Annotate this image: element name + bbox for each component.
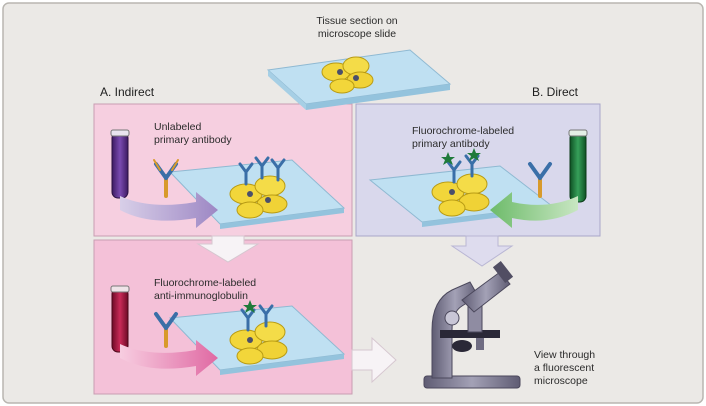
direct-label-line1: Fluorochrome-labeled — [412, 125, 514, 137]
indirect-to-microscope-arrow — [351, 336, 397, 384]
direct-cells-with-antibody-icon — [431, 148, 490, 217]
microscope-label-line3: microscope — [534, 375, 588, 387]
indirect-down-arrow — [196, 235, 260, 263]
indirect-step2-label-line1: Fluorochrome-labeled — [154, 277, 256, 289]
direct-label-line2: primary antibody — [412, 138, 490, 150]
microscope-label-line2: a fluorescent — [534, 362, 594, 374]
direct-heading: B. Direct — [532, 85, 579, 99]
indirect-step2-arrow — [120, 340, 218, 376]
top-label-line2: microscope slide — [318, 28, 396, 40]
top-microscope-slide — [266, 49, 452, 110]
indirect-step1-arrow — [120, 192, 218, 228]
top-label-line1: Tissue section on — [316, 15, 397, 27]
green-tube-icon — [568, 129, 588, 203]
indirect-step1-label-line1: Unlabeled — [154, 121, 201, 133]
tissue-cells-icon — [321, 56, 374, 94]
cells-with-bound-antibody-icon — [229, 156, 288, 219]
primary-antibody-icon — [153, 159, 179, 198]
purple-tube-icon — [110, 129, 130, 199]
microscope-icon — [423, 261, 521, 389]
fluorochrome-star-icon — [243, 300, 257, 313]
red-tube-icon — [110, 285, 130, 353]
indirect-step2-label-line2: anti-immunoglobulin — [154, 290, 248, 302]
labeled-primary-antibody-icon — [528, 162, 552, 198]
indirect-step1-label-line2: primary antibody — [154, 134, 232, 146]
indirect-heading: A. Indirect — [100, 85, 155, 99]
cells-with-labeled-antibody-icon — [229, 300, 288, 365]
microscope-label-line1: View through — [534, 349, 595, 361]
direct-arrow — [490, 192, 578, 228]
anti-immunoglobulin-icon — [154, 312, 178, 348]
direct-down-arrow — [450, 235, 514, 267]
